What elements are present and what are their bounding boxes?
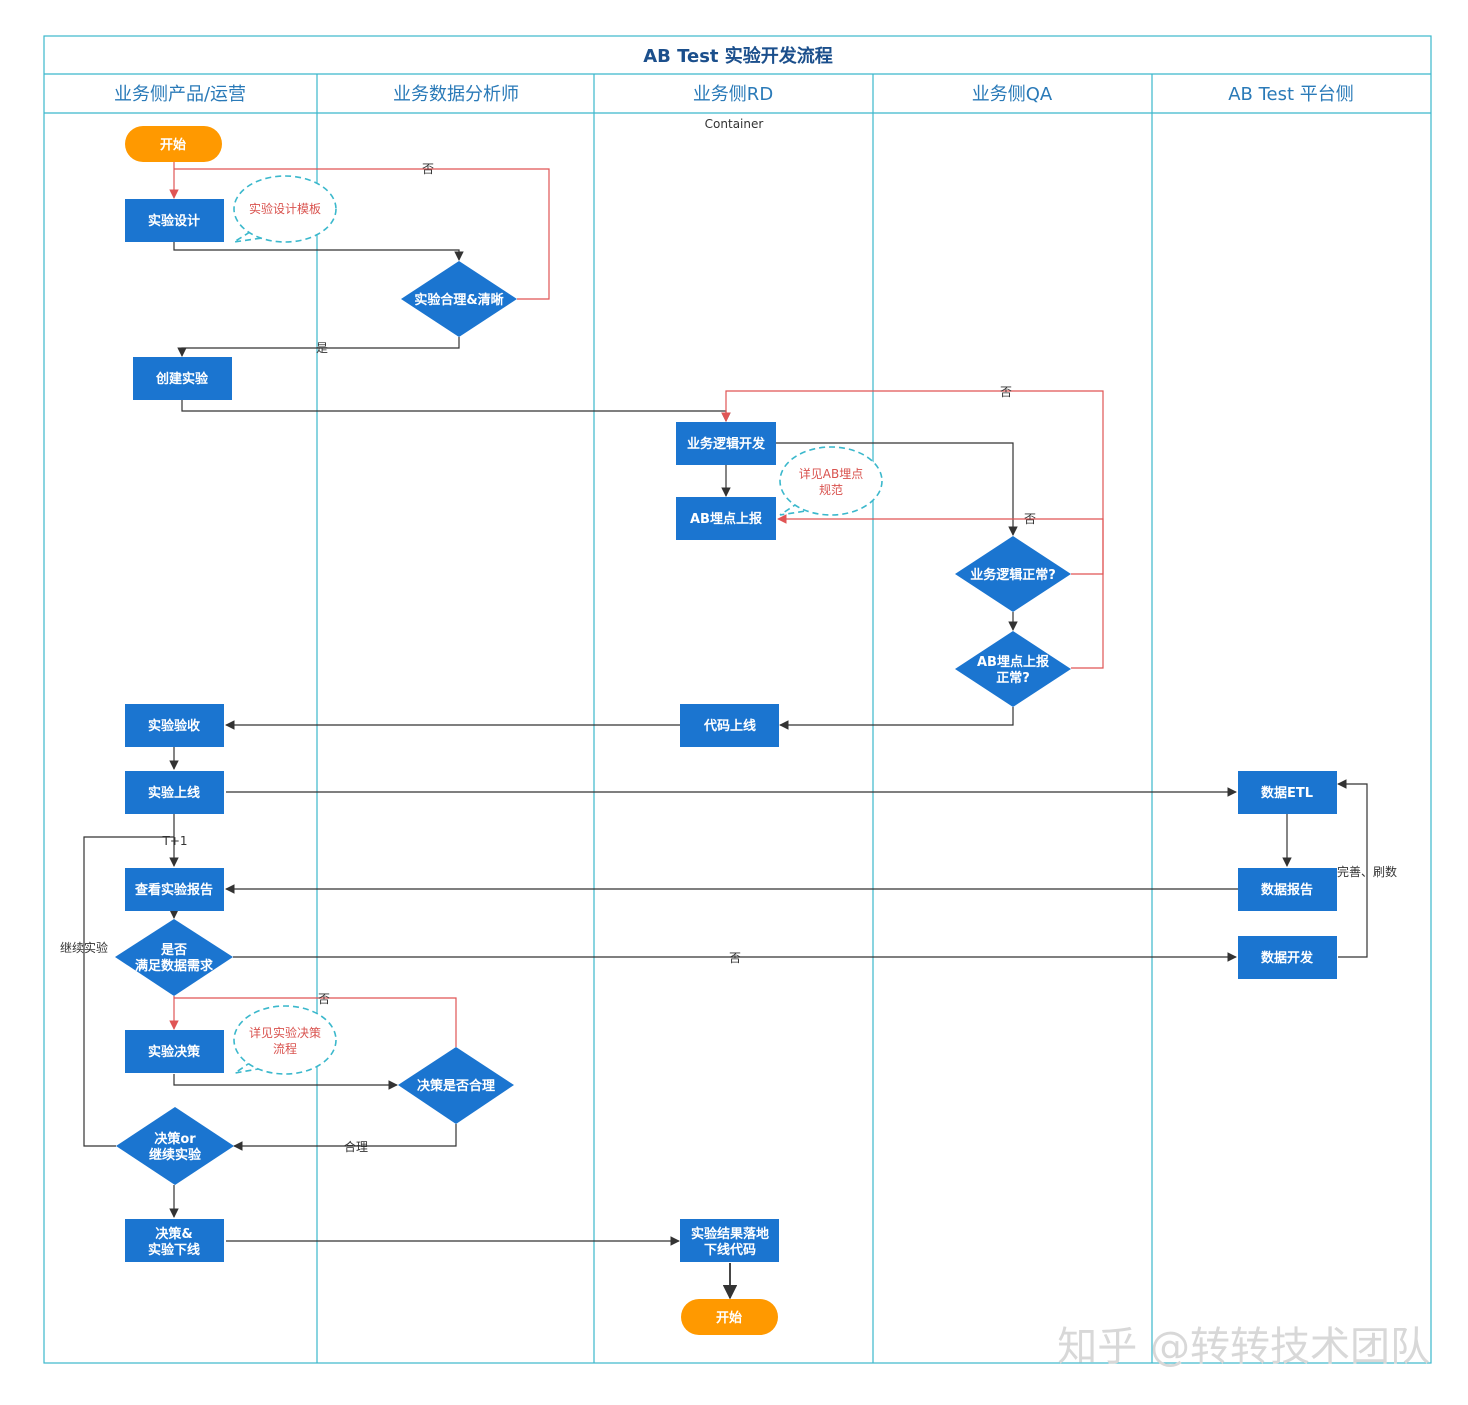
note-ab-spec: 详见AB埋点规范: [799, 466, 863, 497]
edge-logicok-no: [721, 390, 1104, 575]
note-decision-flow: 详见实验决策流程: [249, 1025, 321, 1056]
node-create-experiment[interactable]: [133, 357, 232, 400]
edge-label-no-4: 否: [729, 951, 741, 965]
diagram-title: AB Test 实验开发流程: [643, 45, 833, 67]
decision-logic-normal[interactable]: [955, 536, 1071, 612]
edge-decisionok-no: [174, 997, 457, 1047]
node-data-report-label: 数据报告: [1261, 882, 1313, 898]
start-terminal[interactable]: [125, 126, 222, 162]
edge-decisionok-yes: [233, 1124, 457, 1151]
edge-label-no-3: 否: [1024, 512, 1036, 526]
node-create-experiment-label: 创建实验: [155, 371, 209, 387]
node-experiment-design[interactable]: [125, 199, 224, 242]
edge-datadev-etl: [1337, 779, 1368, 958]
note-design-template-shape: [233, 175, 337, 243]
lane-title-product: 业务侧产品/运营: [114, 84, 246, 105]
node-ab-tracking-report[interactable]: [676, 497, 776, 540]
decision-logic-normal-label: 业务逻辑正常?: [970, 567, 1056, 583]
node-data-report[interactable]: [1238, 868, 1337, 911]
edges: [83, 162, 1368, 1300]
node-business-logic-dev-label: 业务逻辑开发: [687, 436, 766, 452]
edge-label-t1: T+1: [161, 834, 187, 848]
decision-decision-reasonable[interactable]: [398, 1047, 514, 1124]
edge-label-continue: 继续实验: [60, 940, 108, 955]
edge-label-refine: 完善、刷数: [1337, 864, 1397, 879]
nodes: 开始 实验设计 实验合理&清晰 创建实验 业务逻辑开发 AB埋点上报 业务逻辑正…: [115, 126, 1337, 1335]
node-data-etl[interactable]: [1238, 771, 1337, 814]
decision-ab-tracking-normal[interactable]: [955, 631, 1071, 707]
edge-decision-decisionok: [173, 1074, 398, 1090]
edge-abok-codeonline: [779, 707, 1014, 730]
node-experiment-decision-label: 实验决策: [148, 1044, 201, 1060]
node-decide-and-offline-label: 决策&实验下线: [148, 1226, 200, 1258]
node-data-etl-label: 数据ETL: [1261, 785, 1313, 801]
lane-title-qa: 业务侧QA: [972, 84, 1053, 105]
edge-label-no-2: 否: [1000, 385, 1012, 399]
watermark: 知乎 @转转技术团队: [1057, 1324, 1430, 1370]
node-experiment-acceptance-label: 实验验收: [148, 718, 201, 734]
edge-abok-no: [777, 514, 1104, 669]
edge-label-yes-1: 是: [316, 341, 328, 355]
edge-labels: 否 是 否 否 T+1 继续实验 否 否 合理 完善、刷数: [60, 162, 1397, 1154]
decision-meet-data-needs-label: 是否满足数据需求: [135, 943, 214, 974]
decision-ab-tracking-normal-label: AB埋点上报正常?: [977, 654, 1050, 686]
edge-reasonable-yes: [177, 337, 460, 357]
lane-title-analyst: 业务数据分析师: [393, 84, 519, 105]
note-decision-flow-shape: [233, 1005, 337, 1075]
node-code-release-label: 代码上线: [703, 718, 756, 734]
start-terminal-label: 开始: [160, 137, 186, 153]
edge-design-reasonable: [173, 242, 464, 261]
node-ab-tracking-report-label: AB埋点上报: [690, 511, 763, 527]
node-decide-and-offline[interactable]: [125, 1219, 224, 1262]
edge-label-reasonable: 合理: [344, 1139, 368, 1154]
lane-title-platform: AB Test 平台侧: [1228, 84, 1354, 105]
edge-reasonable-no: [174, 168, 550, 300]
edge-label-no-1: 否: [422, 162, 434, 176]
node-experiment-decision[interactable]: [125, 1030, 224, 1073]
decision-meet-data-needs[interactable]: [115, 919, 233, 996]
end-terminal-label: 开始: [716, 1310, 742, 1326]
node-land-results-offline-code[interactable]: [680, 1219, 779, 1262]
swimlane-frame: AB Test 实验开发流程 业务侧产品/运营 业务数据分析师 业务侧RD 业务…: [43, 35, 1432, 1364]
decision-experiment-reasonable[interactable]: [401, 261, 517, 337]
note-ab-spec-shape: [779, 446, 883, 516]
node-code-release[interactable]: [680, 704, 779, 747]
edge-label-no-5: 否: [318, 992, 330, 1006]
node-business-logic-dev[interactable]: [676, 422, 776, 465]
notes: 实验设计模板 详见AB埋点规范 详见实验决策流程: [233, 175, 883, 1075]
edge-create-logicdev: [181, 400, 731, 422]
node-land-results-offline-code-label: 实验结果落地下线代码: [691, 1226, 769, 1258]
node-data-development[interactable]: [1238, 936, 1337, 979]
note-design-template: 实验设计模板: [249, 201, 321, 216]
edge-continue-loop: [83, 836, 174, 1147]
node-data-development-label: 数据开发: [1261, 950, 1314, 966]
decision-experiment-reasonable-label: 实验合理&清晰: [414, 292, 503, 308]
node-view-experiment-report[interactable]: [125, 868, 224, 911]
lane-title-rd: 业务侧RD: [693, 84, 773, 105]
end-terminal[interactable]: [681, 1299, 778, 1335]
decision-decide-or-continue[interactable]: [116, 1107, 234, 1185]
node-experiment-launch[interactable]: [125, 771, 224, 814]
node-experiment-launch-label: 实验上线: [148, 785, 200, 801]
node-experiment-acceptance[interactable]: [125, 704, 224, 747]
outer-border: [43, 35, 1432, 1364]
decision-decision-reasonable-label: 决策是否合理: [417, 1078, 495, 1094]
edge-logicdev-logicok: [776, 442, 1018, 536]
node-experiment-design-label: 实验设计: [148, 213, 200, 229]
node-view-experiment-report-label: 查看实验报告: [134, 882, 213, 898]
container-label: Container: [705, 117, 764, 131]
